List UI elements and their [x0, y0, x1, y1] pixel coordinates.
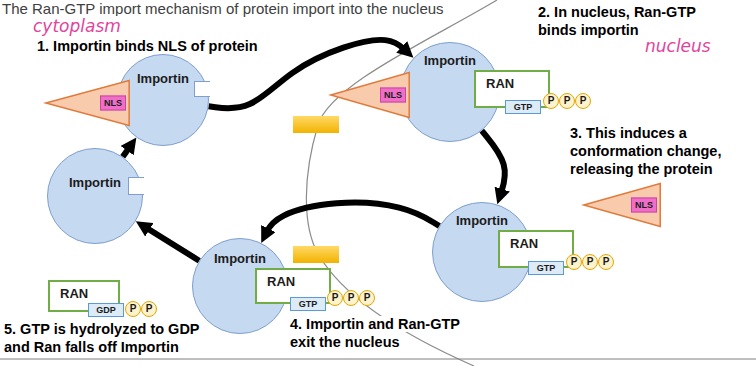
nls-protein: NLS — [45, 80, 130, 126]
ran-text: RAN — [510, 236, 538, 251]
nls-protein: NLS — [330, 72, 410, 118]
region-label: cytoplasm — [33, 16, 121, 36]
cycle-arrow — [265, 203, 439, 235]
nucleotide-text: GTP — [514, 102, 533, 113]
phosphate-circle: P — [343, 290, 359, 306]
ran-text: RAN — [60, 286, 88, 301]
phosphate-text: P — [548, 95, 555, 107]
phosphate-text: P — [580, 95, 587, 107]
nls-protein: NLS — [583, 183, 661, 227]
nuclear-pore — [293, 246, 339, 263]
phosphate-text: P — [587, 256, 594, 268]
nucleotide-text: GDP — [96, 305, 116, 316]
phosphate-circle: P — [125, 301, 141, 317]
importin-text: Importin — [137, 71, 189, 86]
label-box: nucleus — [645, 36, 711, 56]
ran-text: RAN — [267, 274, 295, 289]
phosphate-text: P — [146, 303, 153, 315]
nucleotide-box: GTP — [290, 297, 326, 311]
nucleotide-box: GDP — [88, 303, 124, 317]
region-label: nucleus — [645, 36, 711, 56]
nucleotide-text: GTP — [537, 263, 556, 274]
phosphate-text: P — [571, 256, 578, 268]
phosphate-text: P — [364, 292, 371, 304]
phosphate-text: P — [332, 292, 339, 304]
phosphate-text: P — [130, 303, 137, 315]
phosphate-circle: P — [582, 254, 598, 270]
phosphate-circle: P — [559, 93, 575, 109]
baseline-rule — [0, 359, 756, 360]
nucleotide-text: GTP — [299, 299, 318, 310]
nls-tag: NLS — [380, 88, 406, 103]
phosphate-circle: P — [575, 93, 591, 109]
step-label: 4. Importin and Ran-GTP exit the nucleus — [290, 316, 460, 350]
nls-tag: NLS — [100, 96, 126, 111]
nuclear-pore — [293, 116, 339, 133]
ran-text: RAN — [486, 76, 514, 91]
step-label: 1. Importin binds NLS of protein — [37, 38, 258, 54]
importin-circle: Importin — [47, 148, 143, 244]
step-label: 5. GTP is hydrolyzed to GDP and Ran fall… — [4, 321, 200, 355]
importin-text: Importin — [69, 175, 121, 190]
protein-triangle — [46, 80, 129, 125]
importin-binding-pocket — [128, 177, 144, 195]
importin-binding-pocket — [194, 81, 210, 97]
nuclear-envelope — [306, 0, 497, 366]
label-box: 3. This induces a conformation change, r… — [570, 124, 735, 178]
importin-circle: Importin — [117, 54, 209, 146]
cycle-arrow — [143, 226, 199, 261]
phosphate-circle: P — [359, 290, 375, 306]
title: The Ran-GTP import mechanism of protein … — [2, 0, 444, 17]
cycle-arrow — [123, 145, 131, 157]
label-box: cytoplasm — [33, 16, 121, 36]
importin-text: Importin — [214, 251, 266, 266]
phosphate-circle: P — [327, 290, 343, 306]
label-box: 4. Importin and Ran-GTP exit the nucleus — [290, 315, 468, 351]
nls-text: NLS — [384, 90, 402, 101]
importin-text: Importin — [456, 213, 508, 228]
phosphate-text: P — [348, 292, 355, 304]
importin-text: Importin — [424, 53, 476, 68]
label-box: 1. Importin binds NLS of protein — [37, 37, 258, 55]
nucleotide-box: GTP — [505, 100, 541, 114]
phosphate-circle: P — [543, 93, 559, 109]
phosphate-circle: P — [566, 254, 582, 270]
label-box: 5. GTP is hydrolyzed to GDP and Ran fall… — [4, 320, 209, 356]
cycle-arrow — [482, 131, 505, 196]
phosphate-circle: P — [141, 301, 157, 317]
nls-tag: NLS — [631, 198, 657, 213]
protein-triangle — [584, 183, 660, 226]
label-box: 2. In nucleus, Ran-GTP binds importin — [538, 3, 708, 39]
protein-triangle — [331, 72, 409, 117]
nls-text: NLS — [635, 200, 653, 211]
step-label: 2. In nucleus, Ran-GTP binds importin — [538, 4, 696, 38]
step-label: 3. This induces a conformation change, r… — [570, 125, 721, 177]
nucleotide-box: GTP — [528, 261, 564, 275]
phosphate-text: P — [564, 95, 571, 107]
phosphate-circle: P — [598, 254, 614, 270]
nls-text: NLS — [104, 98, 122, 109]
phosphate-text: P — [603, 256, 610, 268]
